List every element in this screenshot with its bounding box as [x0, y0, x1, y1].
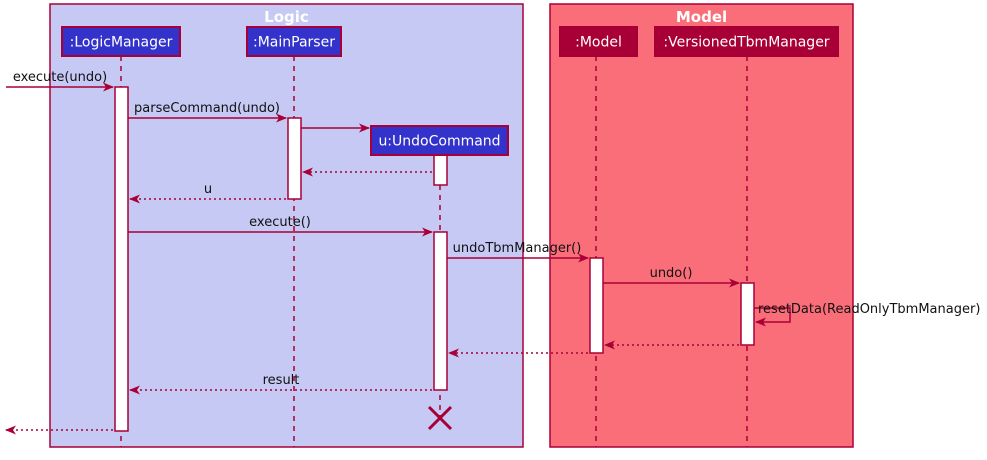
participant-label-mainparser: :MainParser	[253, 35, 335, 51]
message-label-m7: undoTbmManager()	[453, 241, 582, 256]
participant-box-model[interactable]	[559, 26, 638, 57]
message-label-m12: result	[263, 373, 300, 388]
message-label-m6: execute()	[249, 215, 311, 230]
participant-box-versionedtbmmanager[interactable]	[654, 26, 839, 57]
participant-boxes-layer: :LogicManager :MainParser u:UndoCommand :Mo…	[61, 26, 839, 156]
activation-bar-model-4	[589, 257, 604, 354]
group-boxes-layer: Logic Model	[49, 3, 854, 448]
destroy-markers-layer	[427, 405, 453, 431]
message-label-m9: resetData(ReadOnlyTbmManager)	[758, 302, 980, 317]
group-label-model: Model	[676, 8, 727, 26]
message-label-m2: parseCommand(undo)	[134, 101, 280, 116]
participant-label-undocommand: u:UndoCommand	[378, 134, 500, 150]
activation-bars-layer	[114, 86, 755, 432]
participant-label-versionedtbmmanager: :VersionedTbmManager	[663, 35, 829, 51]
activation-bar-undocommand-3	[433, 231, 448, 391]
group-box-model	[549, 3, 854, 448]
participant-box-mainparser[interactable]	[246, 26, 342, 57]
message-label-m8: undo()	[650, 266, 693, 281]
activation-bar-versionedtbmmanager-5	[740, 282, 755, 346]
participant-box-undocommand[interactable]	[370, 125, 509, 156]
message-label-m5: u	[204, 182, 212, 197]
message-label-m1: execute(undo)	[13, 70, 107, 85]
destroy-marker-undocommand-b	[427, 405, 453, 431]
activation-bar-undocommand-2	[433, 154, 448, 186]
participant-label-logicmanager: :LogicManager	[70, 35, 173, 51]
participant-box-logicmanager[interactable]	[61, 26, 181, 57]
participant-label-model: :Model	[575, 35, 622, 51]
activation-bar-logicmanager-0	[114, 86, 129, 432]
message-line-m9	[754, 307, 791, 327]
messages-layer: execute(undo) parseCommand(undo) u execute(…	[5, 70, 980, 435]
group-label-logic: Logic	[264, 8, 309, 26]
activation-bar-mainparser-1	[287, 117, 302, 200]
